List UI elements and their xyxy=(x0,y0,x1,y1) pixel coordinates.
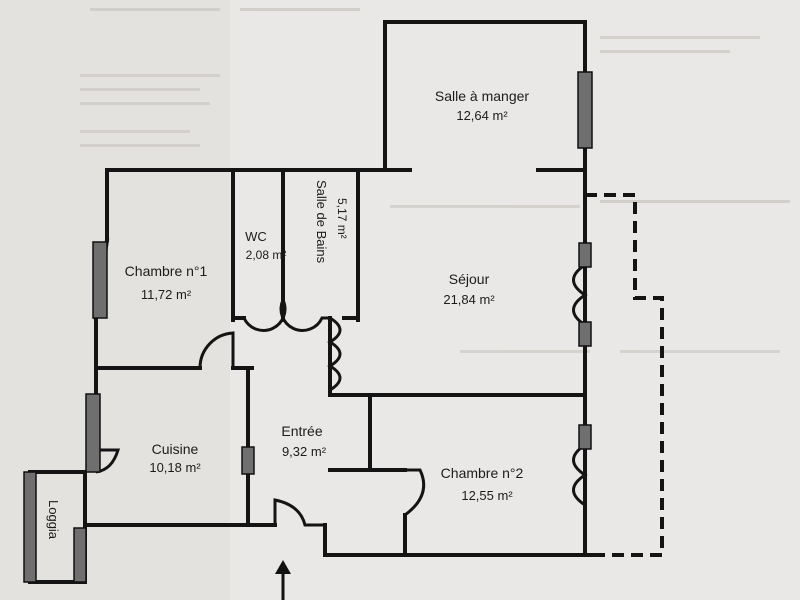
window-sejour-upper xyxy=(578,242,592,268)
door-wc xyxy=(242,299,287,332)
room-salle-a-manger: Salle à manger 12,64 m² xyxy=(435,88,530,123)
room-name: Séjour xyxy=(449,271,490,287)
room-loggia: Loggia xyxy=(46,500,61,540)
balcony-dashed-outline xyxy=(585,193,664,557)
window-cuisine-entree xyxy=(241,446,255,475)
room-area: 12,55 m² xyxy=(461,488,513,503)
paper-shadow xyxy=(0,0,230,600)
window-loggia-right xyxy=(73,527,87,583)
room-sejour: Séjour 21,84 m² xyxy=(443,271,495,307)
window-sejour-lower xyxy=(578,321,592,347)
room-area: 21,84 m² xyxy=(443,292,495,307)
room-area: 10,18 m² xyxy=(149,460,201,475)
door-sdb xyxy=(279,299,330,332)
door-chambre2 xyxy=(404,468,426,517)
windows xyxy=(23,71,593,583)
room-salle-de-bains: Salle de Bains xyxy=(314,180,329,264)
room-area: 11,72 m² xyxy=(141,287,192,302)
door-entree xyxy=(273,498,325,527)
room-wc: WC 2,08 m² xyxy=(245,229,286,262)
entrance-arrow xyxy=(275,560,291,600)
door-chambre2-window xyxy=(572,443,588,507)
room-area: 12,64 m² xyxy=(456,108,508,123)
room-area: 9,32 m² xyxy=(282,444,327,459)
room-cuisine: Cuisine 10,18 m² xyxy=(149,441,201,475)
room-name: Cuisine xyxy=(152,441,199,457)
room-name: Chambre n°1 xyxy=(125,263,208,279)
room-name: Entrée xyxy=(281,423,322,439)
room-chambre-1: Chambre n°1 11,72 m² xyxy=(125,263,208,302)
room-name: WC xyxy=(245,229,267,244)
door-sejour-window xyxy=(572,263,588,327)
room-salle-de-bains-area: 5,17 m² xyxy=(335,198,349,239)
door-sejour-double xyxy=(327,316,342,392)
window-loggia-left xyxy=(23,471,37,583)
room-area: 5,17 m² xyxy=(335,198,349,239)
background-text xyxy=(80,8,790,353)
window-dining xyxy=(577,71,593,149)
door-chambre1 xyxy=(198,331,235,369)
room-entree: Entrée 9,32 m² xyxy=(281,423,326,459)
room-name: Loggia xyxy=(46,500,61,540)
room-chambre-2: Chambre n°2 12,55 m² xyxy=(441,465,524,503)
window-cuisine xyxy=(85,393,101,473)
window-chambre2-upper xyxy=(578,424,592,450)
room-name: Salle de Bains xyxy=(314,180,329,264)
room-area: 2,08 m² xyxy=(246,248,287,262)
room-name: Chambre n°2 xyxy=(441,465,524,481)
room-name: Salle à manger xyxy=(435,88,530,104)
window-chambre1 xyxy=(92,241,108,319)
